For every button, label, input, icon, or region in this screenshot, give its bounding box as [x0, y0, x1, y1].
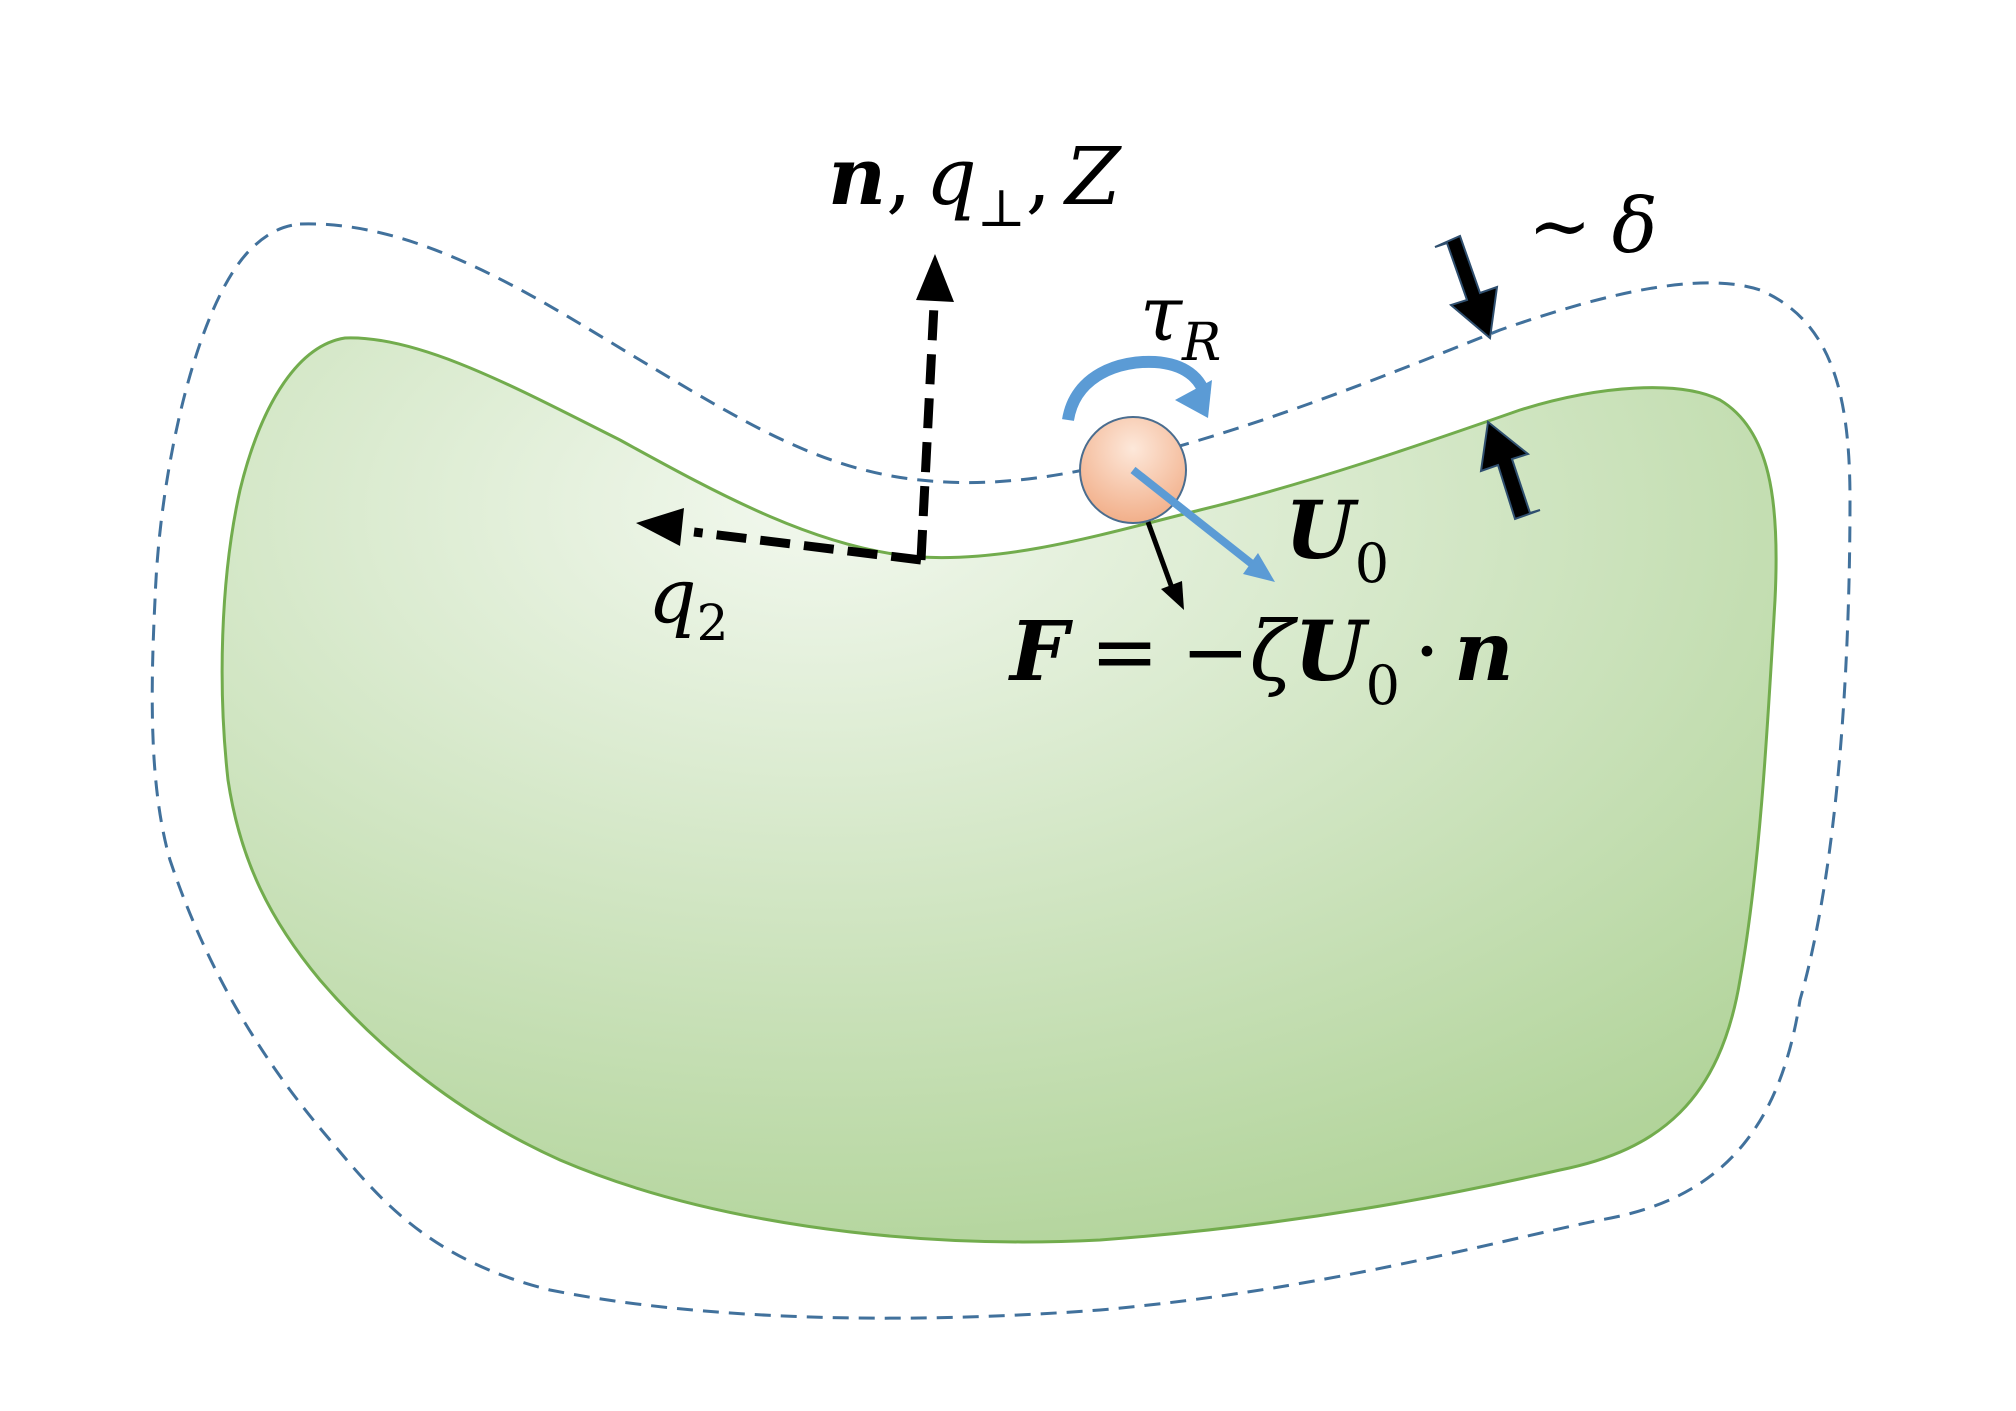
velocity-arrow-head [1243, 553, 1275, 582]
normal-axis-line [916, 304, 939, 561]
layer-thickness-arrows [1434, 234, 1541, 521]
rotation-arc [1062, 355, 1211, 422]
force-arrow-line [1145, 521, 1175, 589]
curved-arrow-icon [1175, 380, 1212, 418]
tangent-axis-label: q2 [648, 551, 728, 652]
tangent-axis [636, 508, 922, 565]
velocity-arrow [1130, 466, 1275, 582]
normal-axis-label: n,q⊥,Z [828, 129, 1122, 239]
rotation-arrow [1062, 355, 1212, 422]
rotation-label: τR [1140, 269, 1221, 373]
force-arrow-head [1161, 581, 1184, 610]
boundary-layer-outline [150, 222, 1852, 1320]
force-arrow [1145, 521, 1184, 610]
dashed-arrow-up-icon [916, 254, 954, 302]
velocity-label: U0 [1285, 483, 1389, 595]
solid-body [220, 336, 1778, 1244]
thick-arrow-icon [1434, 234, 1499, 340]
normal-axis [916, 254, 954, 561]
force-equation: F=−ζU0·n [1008, 604, 1514, 717]
tangent-axis-line [693, 527, 922, 565]
dashed-arrow-left-icon [636, 508, 684, 546]
layer-thickness-label: ∼δ [1528, 181, 1657, 270]
velocity-arrow-line [1130, 466, 1255, 568]
thick-arrow-icon [1479, 420, 1541, 521]
